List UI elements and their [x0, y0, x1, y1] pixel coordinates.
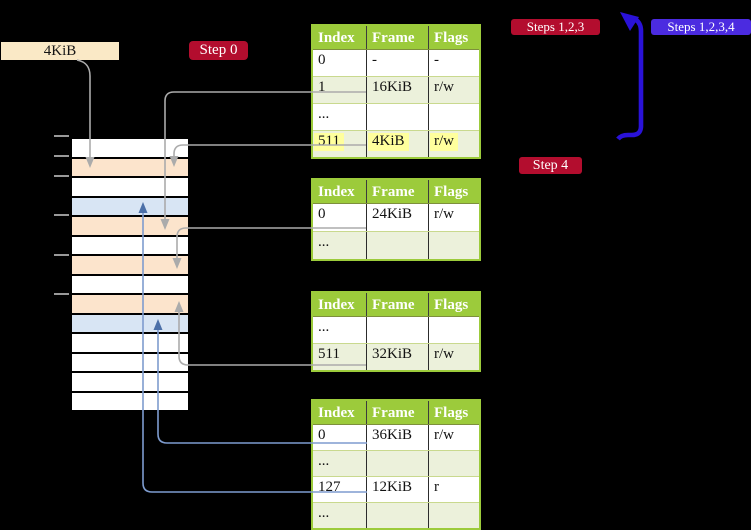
flags-cell: r/w	[428, 131, 479, 157]
frame-cell	[366, 104, 428, 130]
frame-cell: 4KiB	[366, 131, 428, 157]
memory-frame-row-white	[72, 334, 188, 354]
frame-cell: 12KiB	[366, 477, 428, 502]
flags-cell: -	[428, 50, 479, 76]
flags-cell: r/w	[428, 344, 479, 370]
flags-cell	[428, 451, 479, 476]
flags-cell: r/w	[428, 425, 479, 450]
flags-cell	[428, 317, 479, 343]
memory-frame-row-orange	[72, 217, 188, 237]
table-row: ...	[313, 502, 479, 528]
jump-back-arrow	[616, 12, 644, 141]
flags-cell: r/w	[428, 204, 479, 231]
memory-frame-row-orange	[72, 256, 188, 276]
index-cell: ...	[318, 319, 330, 335]
memory-column	[70, 137, 190, 412]
flags-cell: r	[428, 477, 479, 502]
frame-cell: 32KiB	[366, 344, 428, 370]
index-cell: ...	[318, 505, 330, 521]
ruler-tick	[54, 214, 69, 216]
steps-1234-badge: Steps 1,2,3,4	[651, 19, 751, 35]
frame-cell: 36KiB	[366, 425, 428, 450]
column-header-index: Index	[318, 296, 355, 313]
table-row: ...	[313, 316, 479, 343]
table-row: 511 4KiB r/w	[313, 130, 479, 157]
index-cell: 0	[318, 206, 326, 222]
index-cell: 1	[318, 79, 326, 95]
memory-frame-row-white	[72, 392, 188, 410]
highlighted-value: r/w	[430, 133, 458, 151]
frame-cell: 16KiB	[366, 77, 428, 103]
ruler-tick	[54, 155, 69, 157]
column-header-frame: Frame	[366, 293, 428, 316]
column-header-index: Index	[318, 29, 355, 46]
index-cell: 511	[313, 131, 366, 157]
column-header-index: Index	[318, 183, 355, 200]
table-row: ...	[313, 103, 479, 130]
frame-cell	[366, 232, 428, 259]
memory-frame-row-white	[72, 353, 188, 373]
frame-cell: 24KiB	[366, 204, 428, 231]
column-header-index: Index	[318, 404, 355, 421]
flags-cell	[428, 232, 479, 259]
memory-frame-row-orange	[72, 158, 188, 178]
frame-cell	[366, 503, 428, 528]
memory-frame-row-blue	[72, 197, 188, 217]
highlighted-value: 511	[314, 133, 344, 151]
memory-frame-row-orange	[72, 295, 188, 315]
ruler-tick	[54, 254, 69, 256]
column-header-frame: Frame	[366, 401, 428, 424]
ruler-tick	[54, 175, 69, 177]
column-header-frame: Frame	[366, 26, 428, 49]
index-cell: ...	[318, 106, 330, 122]
index-cell: ...	[318, 234, 330, 250]
ruler-tick	[54, 135, 69, 137]
memory-frame-row-white	[72, 139, 188, 159]
table-row: ...	[313, 450, 479, 476]
memory-frame-row-white	[72, 236, 188, 256]
column-header-flags: Flags	[428, 180, 479, 203]
flags-cell	[428, 104, 479, 130]
index-cell: ...	[318, 453, 330, 469]
frame-cell	[366, 451, 428, 476]
memory-frame-row-white	[72, 178, 188, 198]
frame-cell	[366, 317, 428, 343]
flags-cell	[428, 503, 479, 528]
column-header-flags: Flags	[428, 293, 479, 316]
ruler-tick	[54, 293, 69, 295]
frame-size-badge: 4KiB	[1, 42, 119, 60]
frame-cell: -	[366, 50, 428, 76]
highlighted-value: 4KiB	[368, 133, 409, 151]
step-0-badge: Step 0	[189, 41, 248, 60]
column-header-flags: Flags	[428, 26, 479, 49]
step-4-badge: Step 4	[519, 157, 582, 174]
steps-123-badge: Steps 1,2,3	[511, 19, 600, 35]
memory-frame-row-white	[72, 275, 188, 295]
flags-cell: r/w	[428, 77, 479, 103]
index-cell: 0	[318, 427, 326, 443]
column-header-flags: Flags	[428, 401, 479, 424]
memory-frame-row-white	[72, 373, 188, 393]
index-cell: 511	[318, 346, 340, 362]
index-cell: 0	[318, 52, 326, 68]
memory-frame-row-blue	[72, 314, 188, 334]
column-header-frame: Frame	[366, 180, 428, 203]
table-row: ...	[313, 231, 479, 259]
index-cell: 127	[318, 479, 341, 495]
table-row: 0 --	[313, 49, 479, 76]
